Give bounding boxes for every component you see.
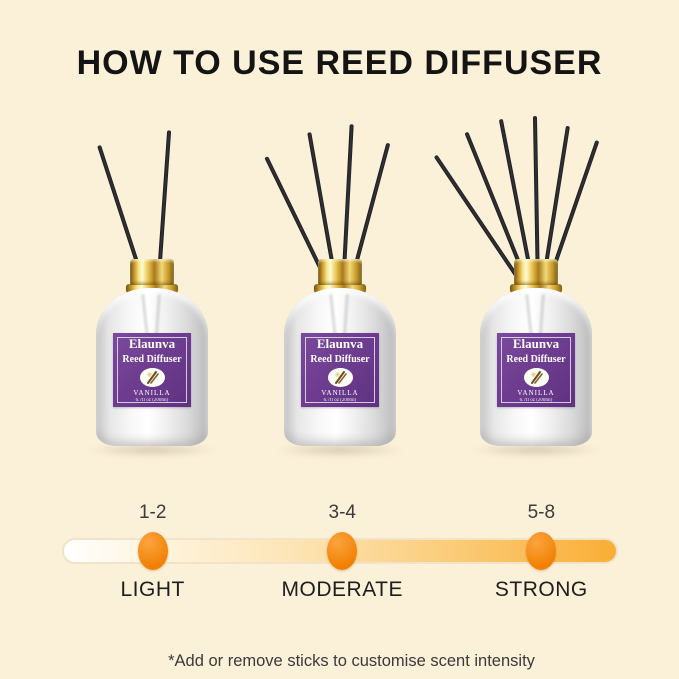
gold-cap bbox=[318, 259, 362, 285]
intensity-name: LIGHT bbox=[120, 578, 185, 601]
product-label: Elaunva Reed Diffuser VANILLA 6.7fl oz ( bbox=[113, 333, 191, 407]
stick-range: 5-8 bbox=[527, 502, 556, 523]
bottle-shadow bbox=[471, 442, 601, 458]
size-text: 6.7fl oz (200ml) bbox=[323, 397, 357, 403]
product-label-inner: Elaunva Reed Diffuser VANILLA 6.7fl oz ( bbox=[305, 336, 375, 403]
diffuser-light: Elaunva Reed Diffuser VANILLA 6.7fl oz ( bbox=[59, 130, 245, 458]
product-name: Reed Diffuser bbox=[506, 353, 566, 365]
gold-cap bbox=[130, 259, 174, 285]
intensity-dot bbox=[526, 532, 557, 570]
vanilla-pod-icon bbox=[530, 370, 543, 384]
vanilla-illustration bbox=[523, 367, 549, 387]
intensity-scale: 1-2 LIGHT 3-4 MODERATE 5-8 STRONG bbox=[61, 502, 618, 601]
size-text: 6.7fl oz (200ml) bbox=[519, 397, 553, 403]
scent-name: VANILLA bbox=[321, 388, 359, 397]
stick-range: 1-2 bbox=[138, 502, 167, 523]
bottle-body: Elaunva Reed Diffuser VANILLA 6.7fl oz ( bbox=[96, 288, 208, 446]
bottle-body: Elaunva Reed Diffuser VANILLA 6.7fl oz ( bbox=[284, 288, 396, 446]
size-text: 6.7fl oz (200ml) bbox=[135, 397, 169, 403]
bottle-body: Elaunva Reed Diffuser VANILLA 6.7fl oz ( bbox=[480, 288, 592, 446]
vanilla-illustration bbox=[139, 367, 165, 387]
product-label-inner: Elaunva Reed Diffuser VANILLA 6.7fl oz ( bbox=[501, 336, 571, 403]
scent-name: VANILLA bbox=[517, 388, 555, 397]
product-label: Elaunva Reed Diffuser VANILLA 6.7fl oz ( bbox=[497, 333, 575, 407]
product-label: Elaunva Reed Diffuser VANILLA 6.7fl oz ( bbox=[301, 333, 379, 407]
brand-name: Elaunva bbox=[128, 336, 176, 352]
intensity-name: MODERATE bbox=[281, 578, 403, 601]
intensity-dot bbox=[327, 532, 358, 570]
vanilla-illustration bbox=[327, 367, 353, 387]
page-title: HOW TO USE REED DIFFUSER bbox=[76, 44, 603, 82]
vanilla-pod-icon bbox=[146, 370, 159, 384]
footnote-text: *Add or remove sticks to customise scent… bbox=[168, 652, 535, 670]
product-label-inner: Elaunva Reed Diffuser VANILLA 6.7fl oz ( bbox=[117, 336, 187, 403]
product-name: Reed Diffuser bbox=[310, 353, 370, 365]
bottle-shadow bbox=[275, 442, 405, 458]
bottles-row: Elaunva Reed Diffuser VANILLA 6.7fl oz ( bbox=[0, 115, 679, 458]
intensity-dot bbox=[137, 532, 168, 570]
brand-name: Elaunva bbox=[316, 336, 364, 352]
gold-cap bbox=[514, 259, 558, 285]
diffuser-strong: Elaunva Reed Diffuser VANILLA 6.7fl oz ( bbox=[433, 115, 629, 458]
intensity-name: STRONG bbox=[494, 578, 588, 601]
stick-range: 3-4 bbox=[328, 502, 356, 523]
product-name: Reed Diffuser bbox=[122, 353, 182, 365]
scent-name: VANILLA bbox=[133, 388, 171, 397]
diffuser-moderate: Elaunva Reed Diffuser VANILLA 6.7fl oz ( bbox=[247, 124, 433, 458]
vanilla-pod-icon bbox=[334, 370, 347, 384]
brand-name: Elaunva bbox=[512, 336, 560, 352]
bottle-shadow bbox=[87, 442, 217, 458]
